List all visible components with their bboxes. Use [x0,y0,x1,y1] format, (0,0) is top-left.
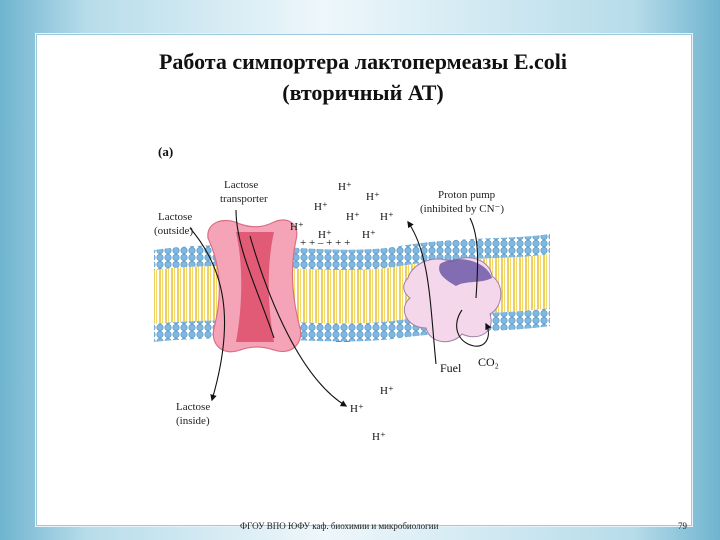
proton-label: H⁺ [290,221,304,233]
proton-pump-label-1: Proton pump [438,189,496,201]
lactose-permease-diagram: (a) Lactose transporter Lactose (outside… [140,128,560,458]
proton-label: H⁺ [362,229,376,241]
proton-label: H⁺ [350,403,364,415]
proton-label: H⁺ [380,385,394,397]
lactose-inside-label-2: (inside) [176,415,210,427]
charge-plus: + + – + + + [300,237,350,249]
title-line-1: Работа симпортера лактопермеазы E.coli [158,49,568,74]
proton-label: H⁺ [318,229,332,241]
proton-label: H⁺ [366,191,380,203]
co2-label: CO₂ [478,355,499,369]
lactose-outside-label-1: Lactose [158,211,192,223]
fuel-oxidation-arrow [456,309,492,347]
slide-title: Работа симпортера лактопермеазы E.coli (… [36,46,690,108]
lactose-outside-label-2: (outside) [154,225,193,237]
proton-label: H⁺ [346,211,360,223]
fuel-label: Fuel [440,361,462,375]
panel-label: (a) [158,144,173,159]
footer: ФГОУ ВПО ЮФУ каф. биохимии и микробиолог… [0,518,720,540]
lactose-transporter-label-1: Lactose [224,179,258,191]
lactose-inside-label-1: Lactose [176,401,210,413]
lactose-transporter-label-2: transporter [220,193,268,205]
proton-label: H⁺ [338,181,352,193]
footer-text: ФГОУ ВПО ЮФУ каф. биохимии и микробиолог… [240,521,439,531]
proton-pump-protein [403,257,502,343]
charge-minus: – – [335,335,350,347]
proton-pump-arrow [407,220,437,365]
proton-label: H⁺ [314,201,328,213]
proton-label: H⁺ [380,211,394,223]
proton-labels: H⁺ H⁺ H⁺ H⁺ H⁺ H⁺ H⁺ H⁺ H⁺ H⁺ H⁺ [290,181,394,443]
proton-inflow-arrow [249,235,348,407]
lactose-transporter-leader [235,209,275,339]
proton-pump-leader [469,217,479,299]
arrows [189,209,492,407]
proton-pump-label-2: (inhibited by CN⁻) [420,203,504,215]
title-line-2: (вторичный АТ) [282,80,444,105]
lactose-flow-arrow [189,227,226,402]
page-number: 79 [678,521,687,531]
proton-label: H⁺ [372,431,386,443]
